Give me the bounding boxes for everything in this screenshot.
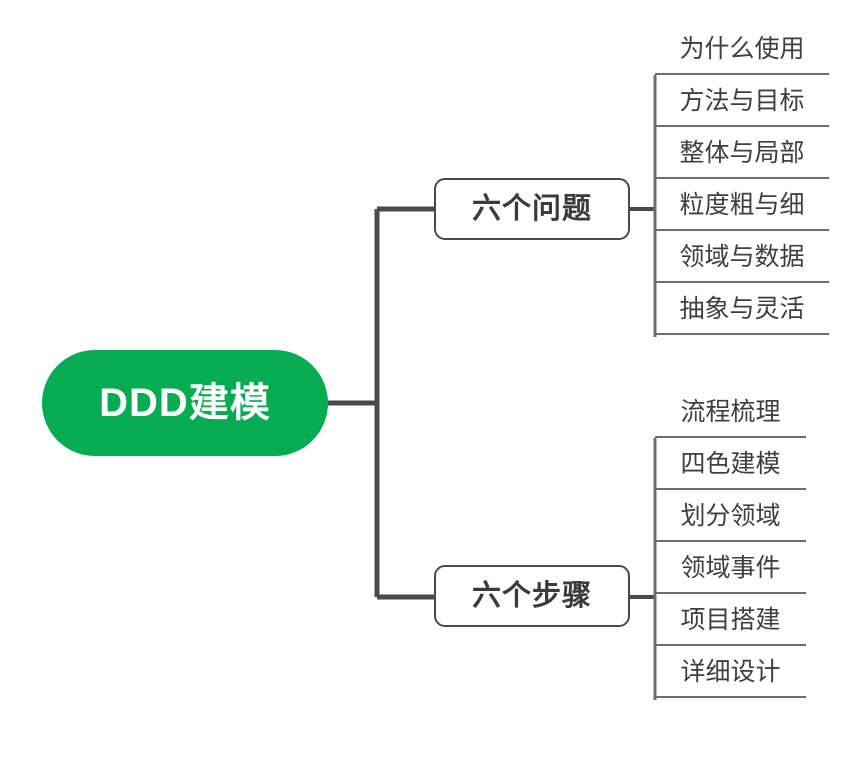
branch-node-steps-label: 六个步骤 [471, 579, 592, 612]
leaf-item-label: 领域事件 [680, 553, 781, 582]
leaf-item-label: 为什么使用 [679, 34, 805, 63]
leaf-item[interactable]: 粒度粗与细 [655, 179, 829, 231]
leaf-item[interactable]: 为什么使用 [655, 23, 829, 75]
leaf-item[interactable]: 项目搭建 [655, 594, 806, 646]
branch-node-questions-label: 六个问题 [471, 192, 592, 225]
leaf-item[interactable]: 划分领域 [655, 490, 806, 542]
root-node[interactable]: DDD建模 [42, 350, 328, 456]
leaf-item[interactable]: 领域与数据 [655, 231, 829, 283]
root-node-label: DDD建模 [99, 381, 271, 425]
leaf-item-label: 粒度粗与细 [679, 190, 805, 219]
leaf-item-label: 四色建模 [680, 449, 781, 478]
leaf-item-label: 方法与目标 [679, 86, 805, 115]
leaf-item[interactable]: 整体与局部 [655, 127, 829, 179]
leaf-item[interactable]: 流程梳理 [655, 386, 806, 438]
branch-node-steps[interactable]: 六个步骤 [434, 565, 630, 627]
leaf-item-label: 流程梳理 [680, 397, 781, 426]
branch-node-questions[interactable]: 六个问题 [434, 178, 630, 240]
leaf-item-label: 整体与局部 [679, 138, 805, 167]
leaf-item[interactable]: 抽象与灵活 [655, 283, 829, 335]
leaf-group-questions: 为什么使用 方法与目标 整体与局部 粒度粗与细 领域与数据 抽象与灵活 [655, 23, 829, 335]
leaf-item-label: 领域与数据 [679, 242, 805, 271]
leaf-item[interactable]: 方法与目标 [655, 75, 829, 127]
leaf-item[interactable]: 领域事件 [655, 542, 806, 594]
leaf-item[interactable]: 详细设计 [655, 646, 806, 698]
leaf-item-label: 详细设计 [680, 657, 781, 686]
leaf-group-steps: 流程梳理 四色建模 划分领域 领域事件 项目搭建 详细设计 [655, 386, 806, 698]
leaf-item-label: 划分领域 [680, 501, 781, 530]
leaf-item-label: 项目搭建 [680, 605, 781, 634]
leaf-item[interactable]: 四色建模 [655, 438, 806, 490]
leaf-item-label: 抽象与灵活 [679, 294, 805, 323]
